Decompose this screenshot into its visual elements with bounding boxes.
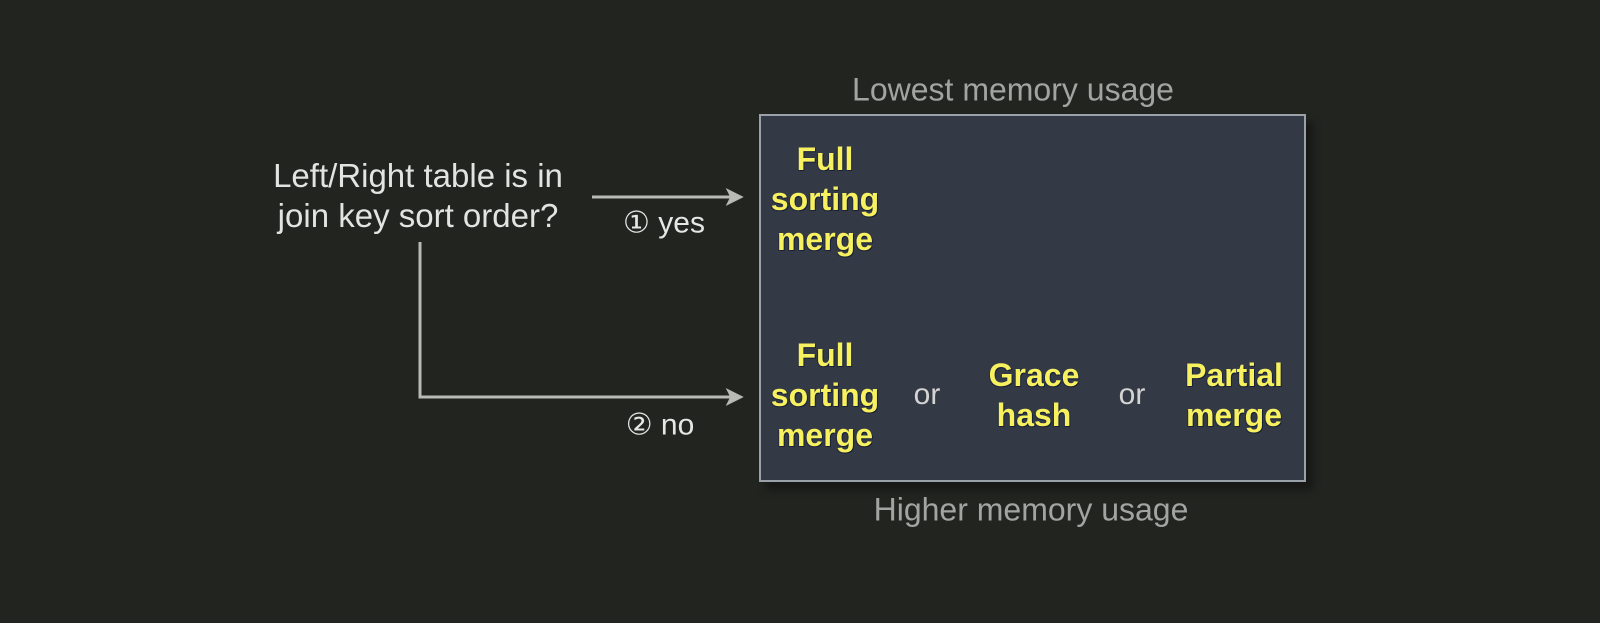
branch-label-yes: ① yes (623, 206, 705, 240)
branch-label-no: ② no (625, 408, 695, 442)
algo-grace-hash: Grace hash (988, 357, 1080, 433)
caption-lowest-memory: Lowest memory usage (852, 71, 1174, 108)
algorithms-box: Full sorting merge Full sorting merge or… (759, 114, 1306, 482)
algo-full-sorting-merge-unsorted: Full sorting merge (770, 337, 880, 453)
or-separator-2: or (1118, 378, 1146, 411)
decision-question: Left/Right table is in join key sort ord… (273, 157, 563, 234)
algo-full-sorting-merge-sorted: Full sorting merge (770, 141, 880, 257)
or-separator-1: or (913, 378, 941, 411)
algo-partial-merge: Partial merge (1185, 357, 1283, 433)
no-connector-arrow (418, 242, 744, 406)
caption-higher-memory: Higher memory usage (873, 491, 1189, 528)
